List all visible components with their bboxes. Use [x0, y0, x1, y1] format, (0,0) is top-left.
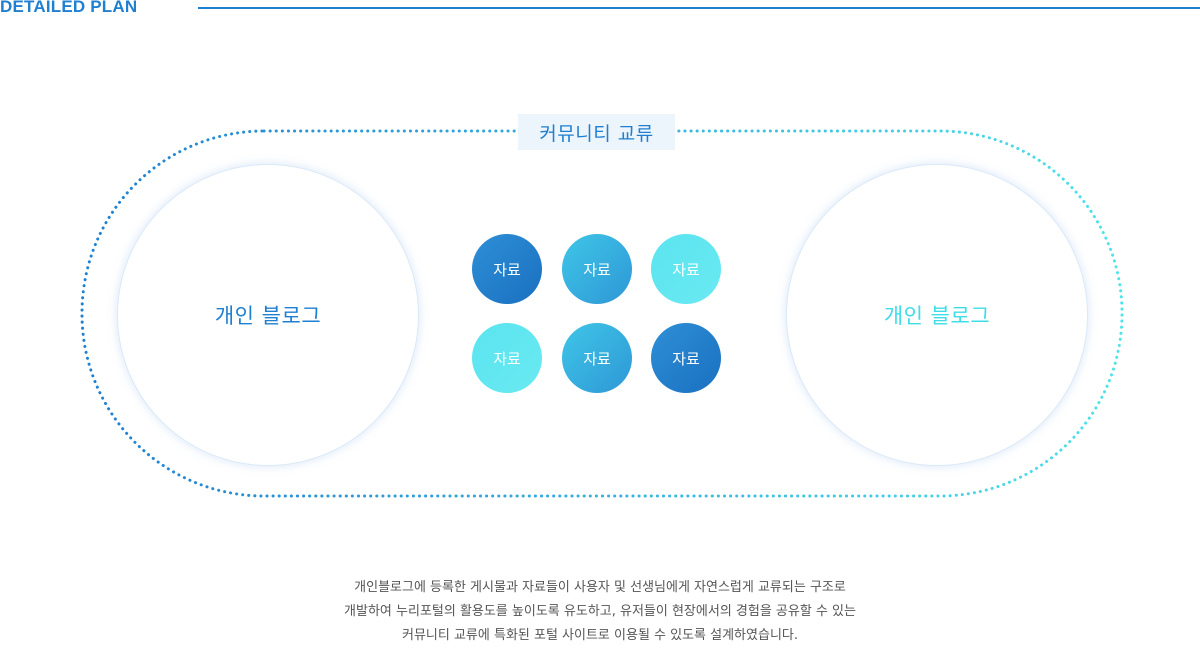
left-personal-blog-node: 개인 블로그 — [117, 164, 419, 466]
resource-chip: 자료 — [562, 234, 632, 304]
community-exchange-label: 커뮤니티 교류 — [518, 114, 675, 150]
section-title: DETAILED PLAN — [0, 0, 138, 16]
resource-chip: 자료 — [651, 323, 721, 393]
resource-chip: 자료 — [472, 323, 542, 393]
right-personal-blog-node: 개인 블로그 — [786, 164, 1088, 466]
resource-chip: 자료 — [472, 234, 542, 304]
description-text: 개인블로그에 등록한 게시물과 자료들이 사용자 및 선생님에게 자연스럽게 교… — [0, 576, 1200, 648]
resource-chip: 자료 — [562, 323, 632, 393]
description-line: 커뮤니티 교류에 특화된 포털 사이트로 이용될 수 있도록 설계하였습니다. — [402, 628, 798, 643]
community-loop-border — [80, 129, 1124, 498]
left-node-label: 개인 블로그 — [214, 304, 322, 328]
right-node-label: 개인 블로그 — [883, 304, 991, 328]
description-line: 개발하여 누리포털의 활용도를 높이도록 유도하고, 유저들이 현장에서의 경험… — [344, 604, 856, 619]
resource-chip: 자료 — [651, 234, 721, 304]
description-line: 개인블로그에 등록한 게시물과 자료들이 사용자 및 선생님에게 자연스럽게 교… — [354, 580, 846, 595]
title-divider — [198, 7, 1200, 9]
